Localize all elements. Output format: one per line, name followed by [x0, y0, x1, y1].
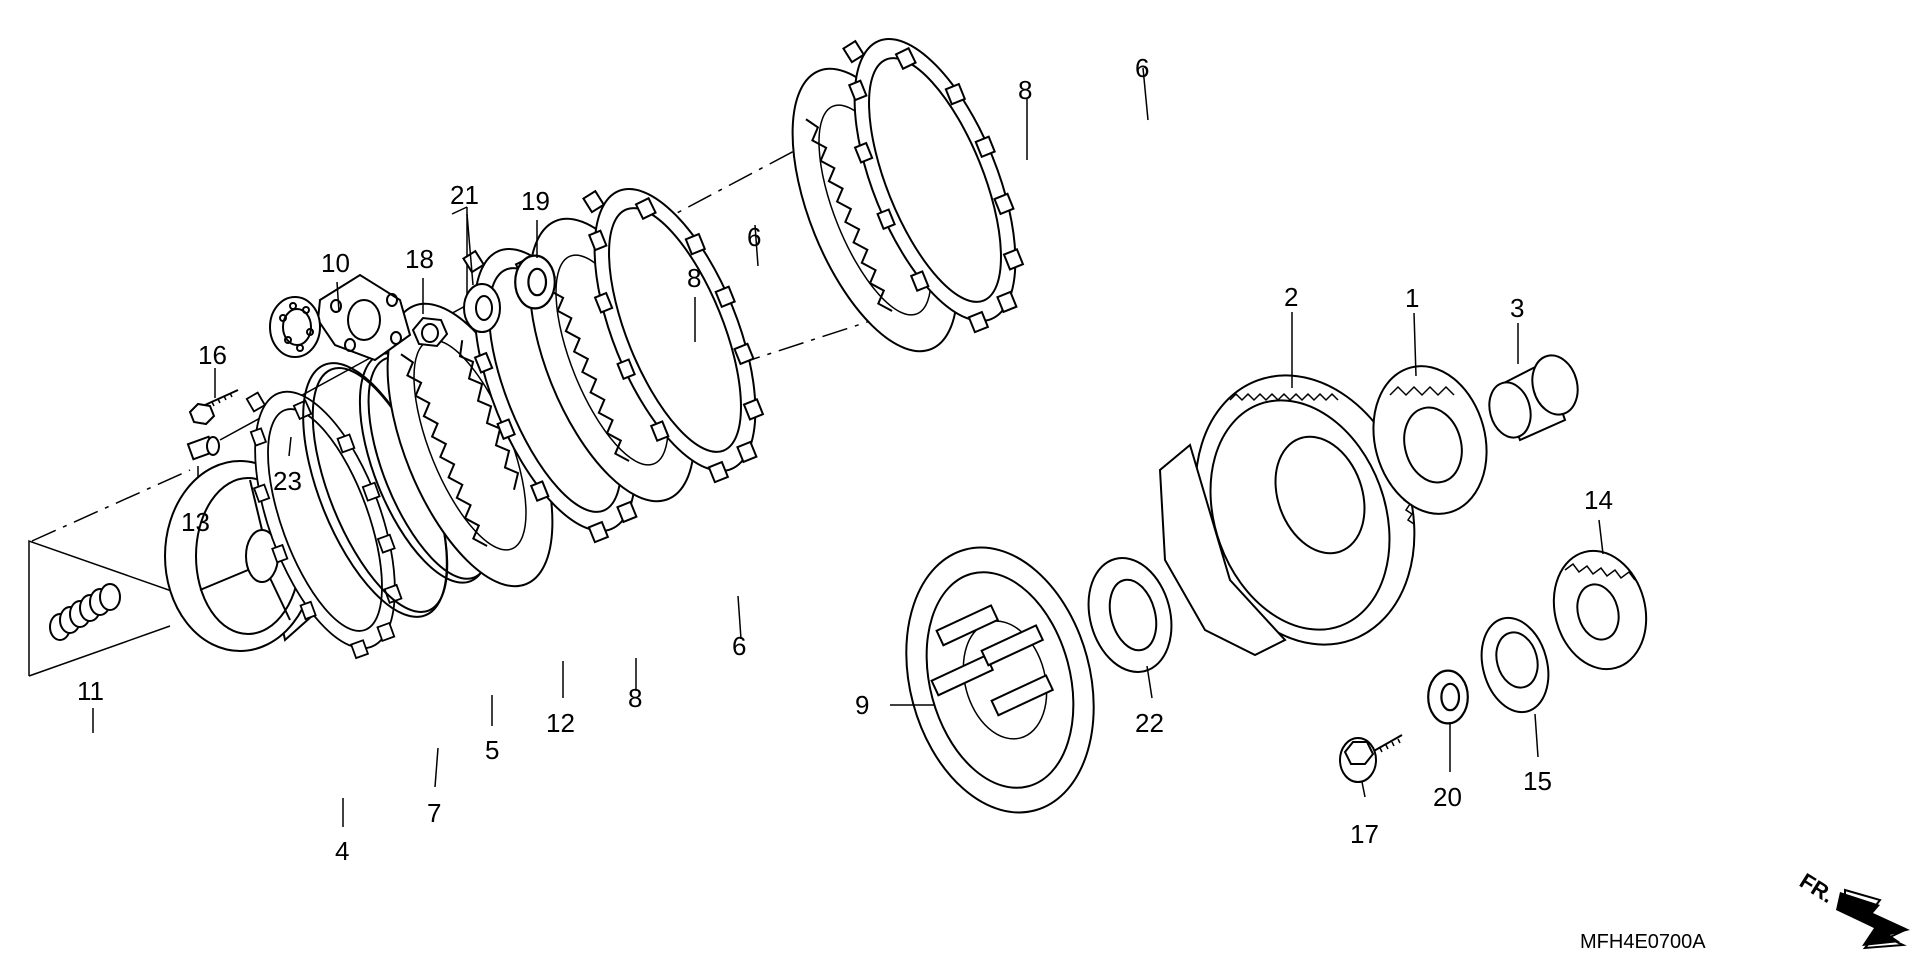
callout-21: 21 [450, 180, 479, 210]
callout-6-top: 6 [1135, 53, 1149, 83]
callout-1: 1 [1405, 283, 1419, 313]
bolt-icon [186, 435, 220, 461]
callout-17: 17 [1350, 819, 1379, 849]
callout-6-middle: 6 [747, 222, 761, 252]
callout-6-bottom: 6 [732, 631, 746, 661]
washer-icon [463, 283, 501, 333]
leader-lines [92, 67, 1604, 827]
callout-16: 16 [198, 340, 227, 370]
callout-8-middle: 8 [687, 263, 701, 293]
washer-icon [514, 254, 556, 310]
thrust-washer-icon [1087, 557, 1173, 673]
flange-bolt-icon [1339, 734, 1403, 783]
callout-9: 9 [855, 690, 869, 720]
callout-15: 15 [1523, 766, 1552, 796]
callout-14: 14 [1584, 485, 1613, 515]
diagram-code: MFH4E0700A [1580, 931, 1706, 953]
callout-13: 13 [181, 507, 210, 537]
bearing-icon [269, 296, 321, 358]
callout-18: 18 [405, 244, 434, 274]
collar-icon [1488, 354, 1579, 442]
callout-10: 10 [321, 248, 350, 278]
callout-12: 12 [546, 708, 575, 738]
front-marker: FR. [1795, 868, 1838, 908]
front-arrow-icon [1836, 888, 1910, 950]
screw-icon [188, 389, 239, 426]
callout-8-top: 8 [1018, 75, 1032, 105]
clutch-outer-icon [1158, 374, 1416, 657]
callout-23: 23 [273, 466, 302, 496]
callout-7: 7 [427, 798, 441, 828]
gear-icon [1552, 549, 1648, 671]
gear-hub-icon [1480, 616, 1550, 714]
callout-3: 3 [1510, 293, 1524, 323]
nut-icon [411, 316, 449, 348]
washer-icon [1427, 669, 1469, 725]
lifter-plate-icon [316, 273, 412, 362]
callout-2: 2 [1284, 282, 1298, 312]
sprocket-icon [1372, 365, 1488, 515]
callout-20: 20 [1433, 782, 1462, 812]
coil-spring-icon [49, 583, 121, 641]
callout-8-bottom: 8 [628, 683, 642, 713]
callout-11: 11 [77, 676, 104, 706]
callout-5: 5 [485, 735, 499, 765]
callout-4: 4 [335, 836, 349, 866]
pressure-plate-icon [890, 546, 1095, 814]
callout-19: 19 [521, 186, 550, 216]
callout-22: 22 [1135, 708, 1164, 738]
